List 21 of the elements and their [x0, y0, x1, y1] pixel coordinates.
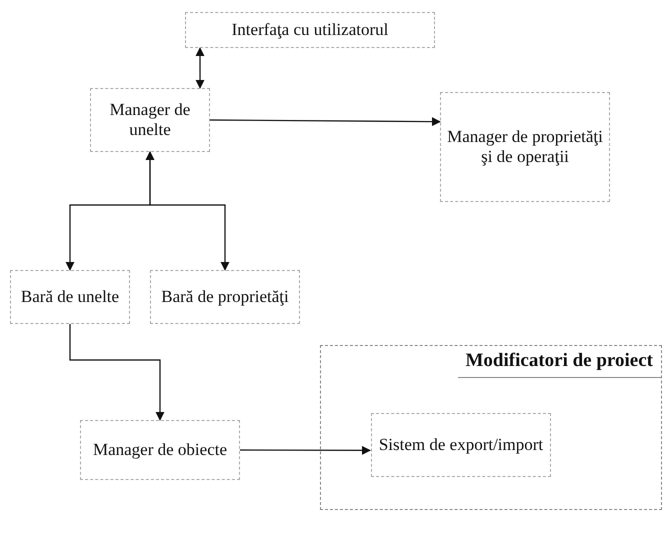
process-box — [371, 413, 551, 477]
process-box — [440, 92, 610, 202]
group-box — [320, 345, 662, 510]
node-label: Manager de unelte — [108, 100, 192, 140]
arrow — [69, 324, 164, 421]
node-label: Sistem de export/import — [378, 434, 544, 456]
node-label: Bară de unelte — [20, 286, 120, 308]
node-label: Bară de proprietăţi — [160, 286, 290, 308]
process-box — [10, 270, 130, 324]
process-box — [150, 270, 300, 324]
arrow — [196, 47, 205, 89]
node-label: Interfaţa cu utilizatorul — [230, 20, 390, 40]
arrow — [146, 151, 230, 271]
arrow — [210, 117, 441, 126]
process-box — [185, 12, 435, 48]
arrow — [240, 446, 371, 455]
node-label: Manager de obiecte — [92, 440, 228, 460]
process-box — [90, 88, 210, 152]
section-heading: Modificatori de proiect — [458, 346, 661, 378]
node-label: Manager de proprietăţi şi de operaţii — [446, 126, 604, 168]
process-box — [80, 420, 240, 480]
